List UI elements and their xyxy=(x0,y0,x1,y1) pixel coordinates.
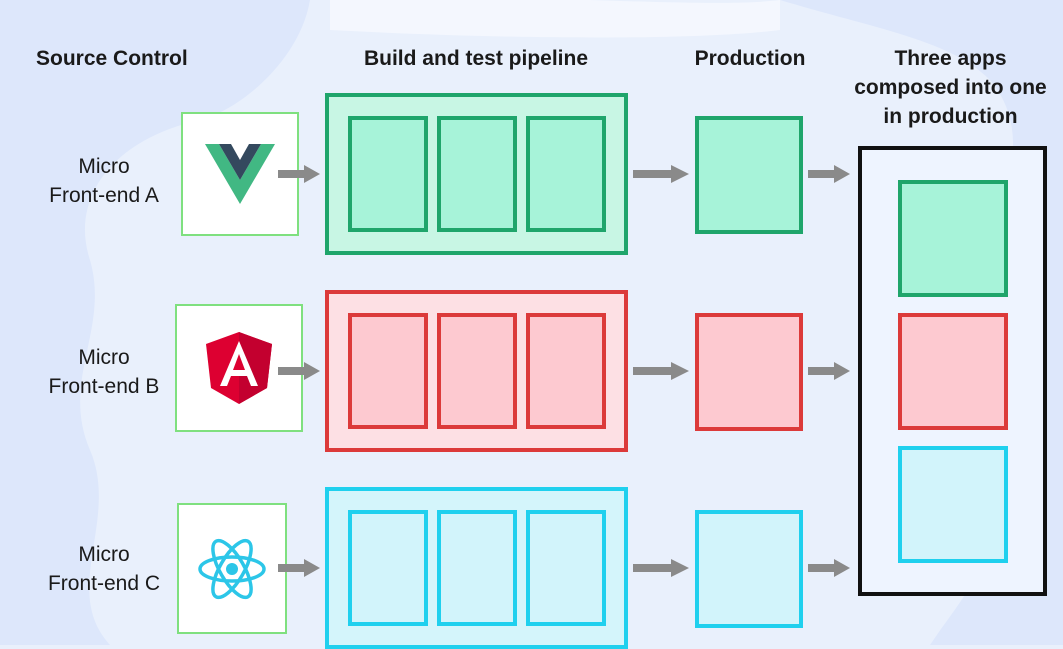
vue-logo-icon xyxy=(205,144,275,204)
composed-app-b xyxy=(898,313,1008,430)
row-label-a-line2: Front-end A xyxy=(49,184,159,207)
react-logo-icon xyxy=(198,538,266,599)
header-composed: Three apps composed into one in producti… xyxy=(838,44,1063,131)
row-label-b-line2: Front-end B xyxy=(48,375,160,398)
pipeline-c-stage-1 xyxy=(348,510,428,626)
source-box-c xyxy=(177,503,287,634)
header-composed-line2: composed into one xyxy=(854,76,1047,99)
row-label-b-line1: Micro xyxy=(78,346,130,369)
row-label-c-line2: Front-end C xyxy=(47,572,161,595)
arrow-b-1 xyxy=(278,362,320,380)
arrow-a-3 xyxy=(808,165,850,183)
pipeline-b-stage-1 xyxy=(348,313,428,429)
arrow-c-1 xyxy=(278,559,320,577)
pipeline-b-stage-2 xyxy=(437,313,517,429)
production-b xyxy=(695,313,803,431)
arrow-a-2 xyxy=(633,165,689,183)
header-source-control: Source Control xyxy=(36,47,188,70)
header-composed-line3: in production xyxy=(883,105,1018,128)
pipeline-a-stage-3 xyxy=(526,116,606,232)
arrow-c-3 xyxy=(808,559,850,577)
pipeline-a-stage-1 xyxy=(348,116,428,232)
arrow-a-1 xyxy=(278,165,320,183)
angular-logo-icon xyxy=(206,332,272,404)
pipeline-a-stage-2 xyxy=(437,116,517,232)
arrow-b-2 xyxy=(633,362,689,380)
header-composed-line1: Three apps xyxy=(894,47,1007,70)
composed-app-a xyxy=(898,180,1008,297)
row-label-c-line1: Micro xyxy=(78,543,130,566)
row-label-a: Micro Front-end A xyxy=(24,152,184,210)
composed-app-c xyxy=(898,446,1008,563)
production-c xyxy=(695,510,803,628)
pipeline-c-stage-2 xyxy=(437,510,517,626)
row-label-b: Micro Front-end B xyxy=(24,343,184,401)
row-label-a-line1: Micro xyxy=(78,155,130,178)
arrow-c-2 xyxy=(633,559,689,577)
header-pipeline: Build and test pipeline xyxy=(363,47,589,70)
header-production: Production xyxy=(694,47,806,70)
arrow-b-3 xyxy=(808,362,850,380)
pipeline-c-stage-3 xyxy=(526,510,606,626)
production-a xyxy=(695,116,803,234)
pipeline-b-stage-3 xyxy=(526,313,606,429)
row-label-c: Micro Front-end C xyxy=(24,540,184,598)
